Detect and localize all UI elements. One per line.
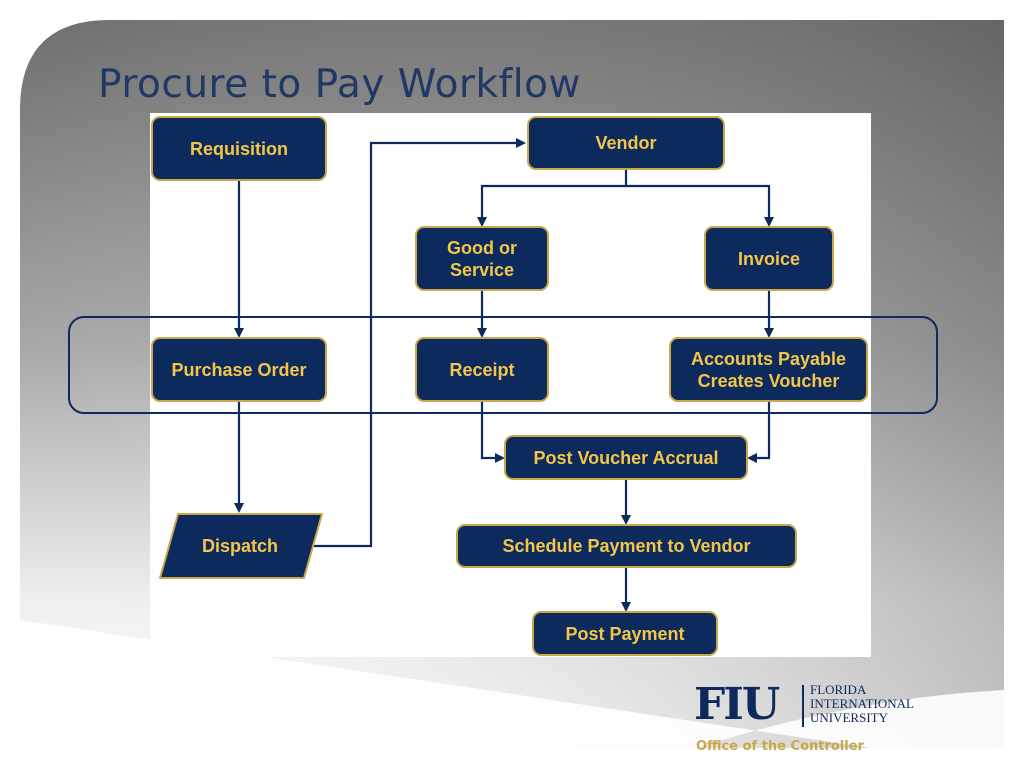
fiu-logo: FIU FLORIDA INTERNATIONAL UNIVERSITY Off…	[694, 683, 954, 763]
node-label: Vendor	[595, 133, 657, 153]
node-vendor: Vendor	[527, 116, 725, 170]
node-label: Post Voucher Accrual	[533, 447, 719, 468]
node-label: Invoice	[737, 248, 801, 269]
node-dispatch: Dispatch	[160, 514, 320, 578]
node-label: Post Payment	[565, 623, 685, 644]
node-label: Receipt	[449, 359, 515, 380]
arrow-vendor-split	[477, 169, 628, 227]
node-label: Requisition	[190, 138, 288, 159]
arrow-receipt-to-accrual	[480, 402, 505, 463]
node-label: Accounts Payable Creates Voucher	[690, 348, 847, 391]
node-label: Dispatch	[201, 535, 279, 556]
node-schedule-payment: Schedule Payment to Vendor	[456, 524, 797, 568]
node-requisition: Requisition	[151, 116, 327, 181]
node-label: Purchase Order	[171, 359, 307, 380]
logo-subtitle: Office of the Controller	[696, 739, 864, 754]
node-post-voucher-accrual: Post Voucher Accrual	[504, 435, 748, 480]
arrow-ap-to-accrual	[747, 402, 771, 463]
node-good-or-service: Good or Service	[415, 226, 549, 291]
node-ap-creates-voucher: Accounts Payable Creates Voucher	[669, 337, 868, 402]
logo-mark: FIU	[694, 679, 780, 730]
node-label: Schedule Payment to Vendor	[502, 536, 751, 556]
node-post-payment: Post Payment	[532, 611, 718, 656]
node-label: Good or Service	[447, 237, 517, 280]
slide-title: Procure to Pay Workflow	[98, 62, 581, 107]
node-receipt: Receipt	[415, 337, 549, 402]
node-purchase-order: Purchase Order	[151, 337, 327, 402]
arrow-dispatch-to-vendor	[314, 138, 526, 548]
logo-divider	[802, 685, 804, 727]
logo-wordmark: FLORIDA INTERNATIONAL UNIVERSITY	[810, 682, 914, 725]
node-invoice: Invoice	[704, 226, 834, 291]
dispatch-parallelogram	[159, 513, 323, 579]
highlight-frame	[68, 316, 938, 414]
arrow-vendor-to-invoice	[626, 184, 774, 227]
